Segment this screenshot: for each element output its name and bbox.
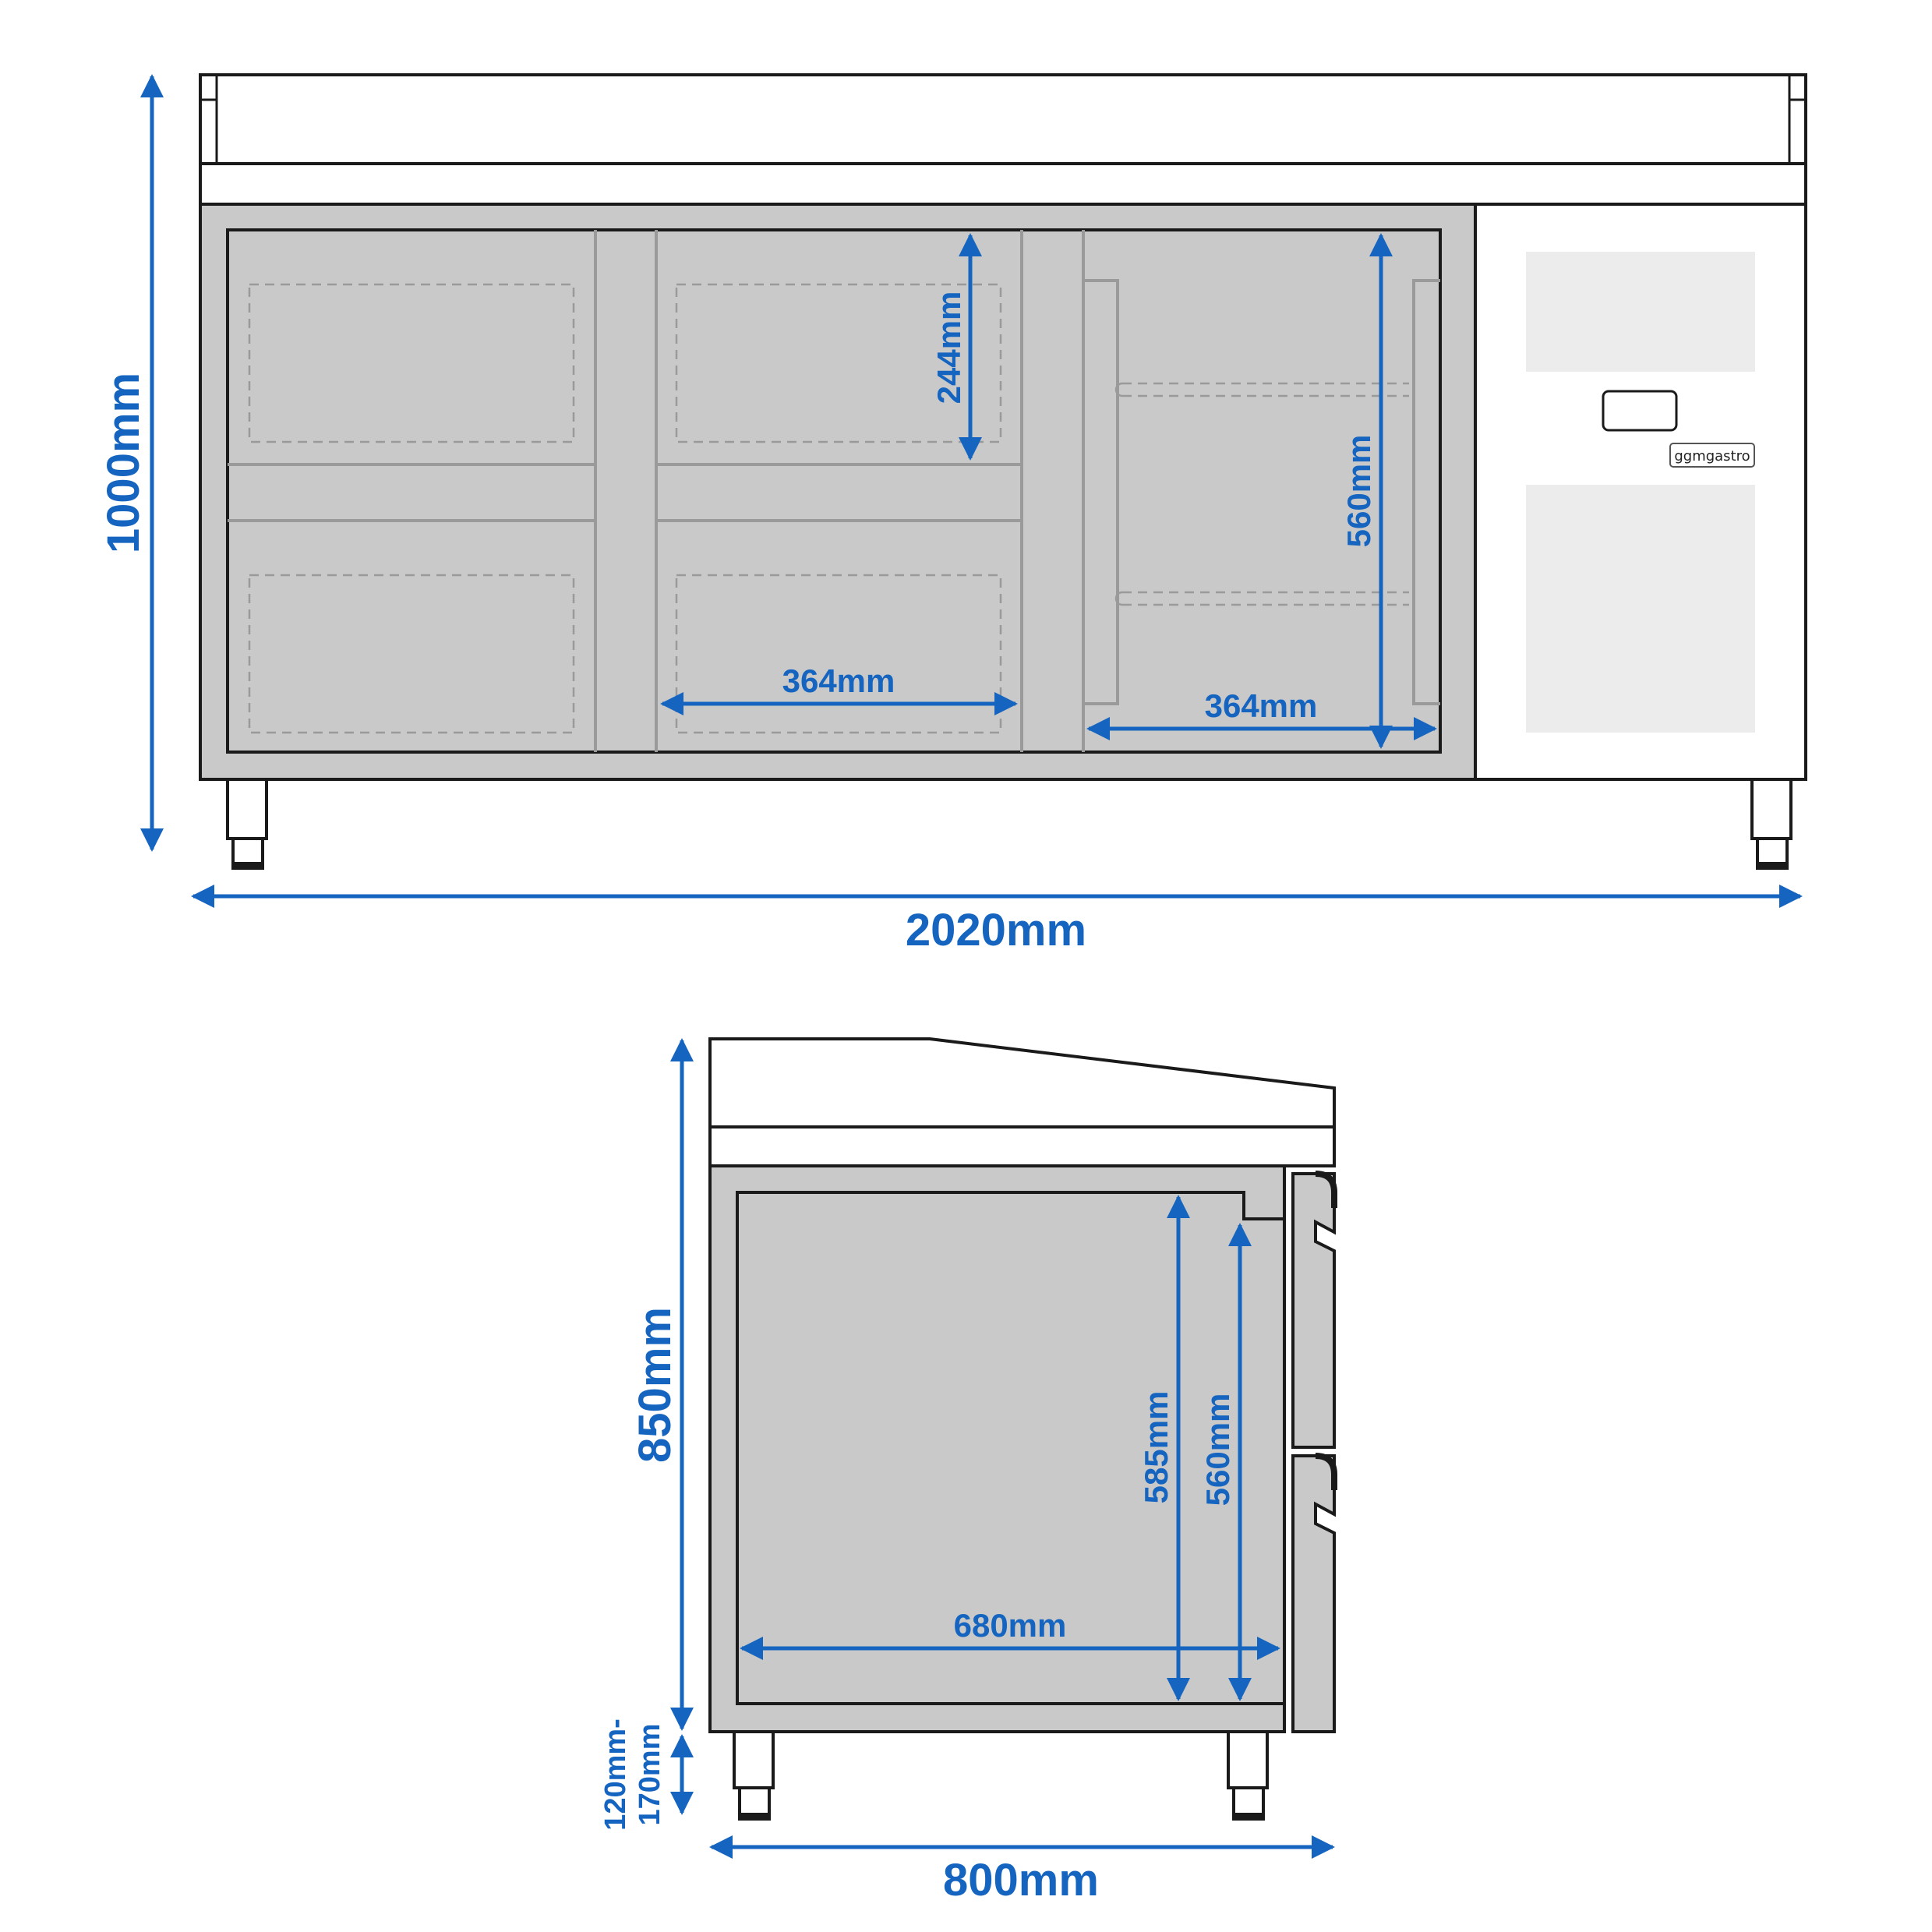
leg — [733, 1730, 775, 1789]
leg — [1227, 1730, 1269, 1789]
controller-display — [1602, 390, 1678, 432]
leg-height-label-line1: 120mm- — [599, 1718, 632, 1831]
worktop — [199, 162, 1807, 206]
pan-outline — [675, 283, 1002, 443]
interior-side — [736, 1191, 1286, 1705]
side-view: 850mm 120mm- 170mm 800mm 585mm 560mm 680… — [599, 1037, 1337, 1906]
pan-width-label: 364mm — [782, 662, 895, 699]
cabinet-frame — [200, 204, 1475, 779]
side-height-label: 850mm — [630, 1307, 680, 1463]
drawer-front-top — [1293, 1174, 1334, 1447]
front-view: ggmgastro 1000mm 2020 — [98, 73, 1807, 955]
door-width-label: 364mm — [1205, 687, 1318, 724]
drawer-front-bottom — [1293, 1456, 1334, 1732]
compressor-housing — [1474, 203, 1807, 781]
worktop-side — [708, 1125, 1336, 1167]
inner-height-585-label: 585mm — [1138, 1391, 1174, 1504]
pan-outline — [248, 283, 575, 443]
leg-height-label-line2: 170mm — [634, 1724, 666, 1826]
leg — [1750, 778, 1792, 840]
vent-top — [1526, 252, 1755, 372]
inner-depth-label: 680mm — [954, 1607, 1067, 1644]
backsplash — [199, 73, 1807, 165]
pan-outline — [675, 574, 1002, 734]
width-label: 2020mm — [906, 905, 1086, 955]
drawer-handle-top — [1315, 1171, 1337, 1208]
door-rail-left — [1085, 279, 1119, 705]
brand-label: ggmgastro — [1674, 448, 1750, 464]
backsplash-side — [708, 1037, 1336, 1128]
vent-bottom — [1526, 485, 1755, 733]
glass-panel — [226, 228, 1442, 754]
pan-height-label: 244mm — [931, 291, 967, 404]
cabinet-side-frame — [710, 1166, 1284, 1732]
door-height-label: 560mm — [1340, 435, 1377, 548]
leg — [226, 778, 268, 840]
drawer-handle-bottom — [1315, 1453, 1337, 1490]
brand-logo — [1669, 443, 1755, 468]
door-rail-right — [1412, 279, 1440, 705]
height-label: 1000mm — [98, 373, 149, 553]
depth-label: 800mm — [943, 1855, 1099, 1906]
pan-outline — [248, 574, 575, 734]
inner-height-560-label: 560mm — [1199, 1393, 1236, 1506]
